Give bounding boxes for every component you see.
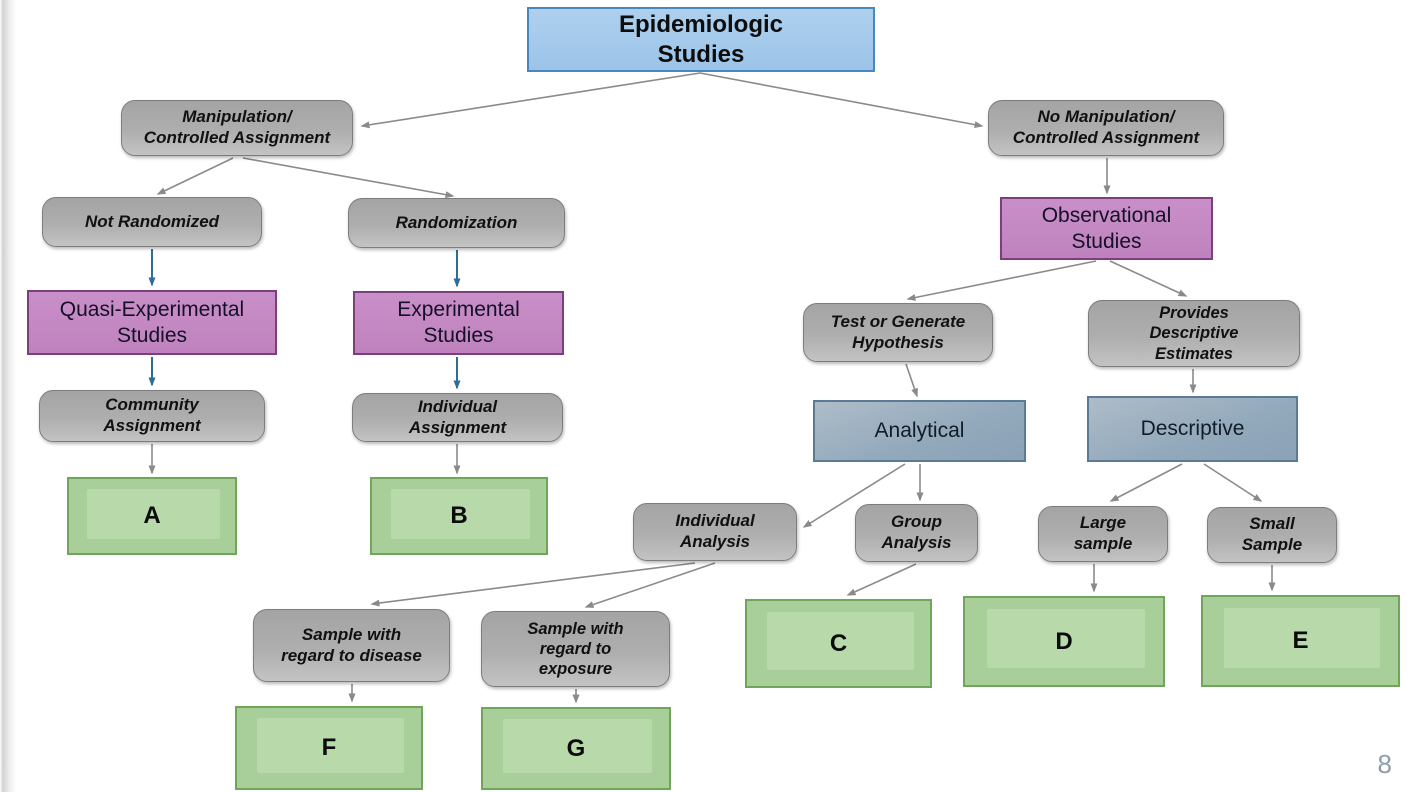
node-answer-a: A (67, 477, 237, 555)
node-individual-assignment: Individual Assignment (352, 393, 563, 442)
node-experimental-studies: Experimental Studies (353, 291, 564, 355)
node-label: Observational Studies (1041, 203, 1172, 253)
arrow-descriptive-to-small-sample (1203, 463, 1263, 502)
node-label: C (829, 629, 848, 657)
node-sample-regard-disease: Sample with regard to disease (253, 609, 450, 682)
node-group-analysis: Group Analysis (855, 504, 978, 562)
arrow-observational-to-test (906, 260, 1097, 301)
answer-placeholder-overlay (1224, 608, 1381, 669)
node-label: Analytical (874, 419, 965, 443)
node-label: B (450, 502, 468, 530)
node-label: No Manipulation/ Controlled Assignment (1012, 107, 1200, 147)
node-quasi-experimental-studies: Quasi-Experimental Studies (27, 290, 277, 355)
arrow-descriptive-to-large-sample (1109, 463, 1183, 502)
node-answer-b: B (370, 477, 548, 555)
page-number: 8 (1377, 749, 1392, 779)
node-label: E (1292, 627, 1309, 655)
node-answer-d: D (963, 596, 1165, 687)
node-analytical: Analytical (813, 400, 1026, 462)
node-provides-descriptive-estimates: Provides Descriptive Estimates (1088, 300, 1300, 367)
node-label: A (143, 502, 161, 530)
node-label: Randomization (395, 212, 518, 232)
node-large-sample: Large sample (1038, 506, 1168, 562)
node-community-assignment: Community Assignment (39, 390, 265, 442)
node-label: Community Assignment (103, 395, 201, 435)
arrow-root-to-manipulation (360, 72, 701, 129)
node-label: Group Analysis (881, 512, 952, 552)
node-label: Individual Assignment (408, 396, 507, 437)
node-answer-f: F (235, 706, 423, 790)
node-answer-g: G (481, 707, 671, 790)
node-label: F (321, 734, 337, 762)
page-edge-shadow (0, 0, 16, 792)
node-label: Manipulation/ Controlled Assignment (143, 107, 331, 147)
arrow-test-to-analytical (905, 363, 918, 398)
answer-placeholder-overlay (391, 488, 531, 539)
node-label: G (566, 734, 586, 762)
arrow-observational-to-provides (1109, 260, 1188, 297)
answer-placeholder-overlay (767, 612, 914, 670)
node-individual-analysis: Individual Analysis (633, 503, 797, 561)
node-label: Quasi-Experimental Studies (59, 297, 245, 347)
node-label: Epidemiologic Studies (618, 11, 783, 68)
node-answer-e: E (1201, 595, 1400, 687)
node-label: D (1055, 627, 1073, 655)
node-label: Provides Descriptive Estimates (1149, 304, 1239, 363)
node-randomization: Randomization (348, 198, 565, 248)
node-label: Sample with regard to exposure (527, 619, 624, 679)
arrow-group-analysis-to-c (846, 563, 917, 596)
arrow-manipulation-to-not-randomized (156, 157, 234, 195)
node-no-manipulation-controlled-assignment: No Manipulation/ Controlled Assignment (988, 100, 1224, 156)
node-sample-regard-exposure: Sample with regard to exposure (481, 611, 670, 687)
node-test-or-generate-hypothesis: Test or Generate Hypothesis (803, 303, 993, 362)
answer-placeholder-overlay (503, 719, 653, 773)
arrow-manipulation-to-randomization (242, 157, 455, 199)
arrow-individual-analysis-to-exposure (584, 562, 716, 608)
arrow-individual-analysis-to-disease (370, 562, 696, 607)
node-descriptive: Descriptive (1087, 396, 1298, 462)
node-label: Individual Analysis (675, 511, 755, 551)
node-label: Small Sample (1241, 514, 1303, 554)
node-label: Sample with regard to disease (281, 624, 422, 665)
answer-placeholder-overlay (257, 718, 405, 773)
node-label: Experimental Studies (397, 298, 520, 347)
node-label: Descriptive (1140, 417, 1245, 441)
answer-placeholder-overlay (87, 488, 221, 539)
node-label: Not Randomized (84, 211, 220, 231)
node-observational-studies: Observational Studies (1000, 197, 1213, 260)
node-label: Test or Generate Hypothesis (830, 311, 966, 352)
answer-placeholder-overlay (986, 609, 1146, 669)
node-small-sample: Small Sample (1207, 507, 1337, 563)
node-answer-c: C (745, 599, 932, 688)
node-manipulation-controlled-assignment: Manipulation/ Controlled Assignment (121, 100, 353, 156)
node-label: Large sample (1073, 513, 1133, 553)
node-epidemiologic-studies: Epidemiologic Studies (527, 7, 875, 72)
node-not-randomized: Not Randomized (42, 197, 262, 247)
arrow-root-to-no-manipulation (699, 72, 984, 129)
